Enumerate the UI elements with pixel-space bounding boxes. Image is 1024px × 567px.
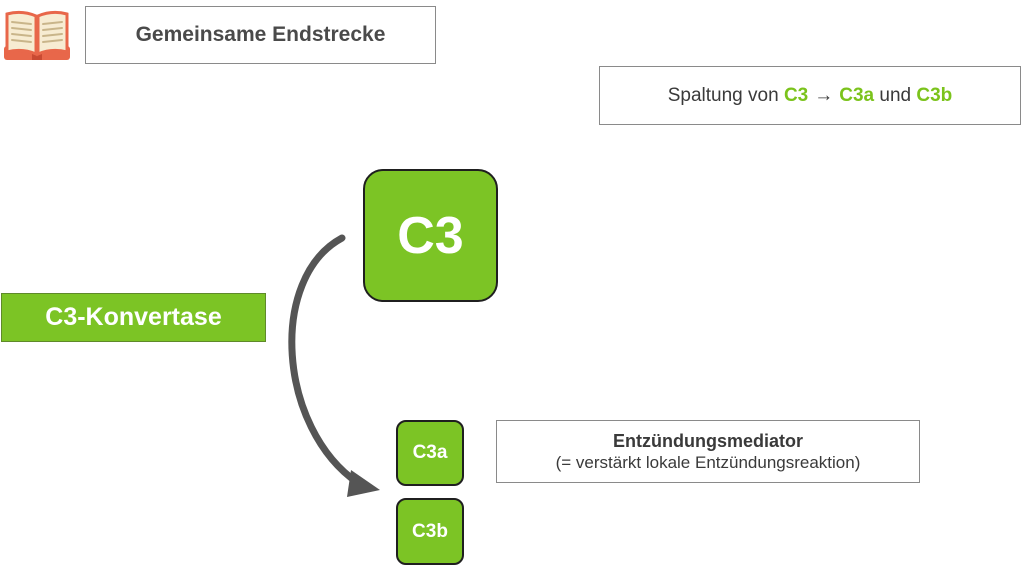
mediator-annotation: Entzündungsmediator (= verstärkt lokale … [496, 420, 920, 483]
cleavage-source: C3 [783, 84, 809, 106]
right-arrow-icon: → [814, 84, 834, 106]
enzyme-label: C3-Konvertase [1, 293, 266, 342]
node-c3a-label: C3a [412, 442, 448, 463]
page-title-text: Gemeinsame Endstrecke [135, 23, 386, 46]
cleavage-conjunction: und [874, 84, 917, 106]
node-c3: C3 [363, 169, 498, 302]
cleavage-prefix: Spaltung von [667, 84, 784, 106]
node-c3a: C3a [396, 420, 464, 486]
cleavage-product-b: C3b [916, 84, 953, 106]
node-c3-label: C3 [397, 206, 464, 265]
cleavage-caption: Spaltung von C3 → C3a und C3b [599, 66, 1021, 125]
open-book-icon [4, 10, 70, 60]
page-title: Gemeinsame Endstrecke [85, 6, 436, 64]
mediator-title: Entzündungsmediator [613, 430, 803, 451]
mediator-subtitle: (= verstärkt lokale Entzündungsreaktion) [555, 453, 861, 473]
node-c3b: C3b [396, 498, 464, 565]
node-c3b-label: C3b [412, 520, 448, 542]
cleavage-product-a: C3a [839, 84, 875, 106]
enzyme-label-text: C3-Konvertase [45, 303, 222, 331]
